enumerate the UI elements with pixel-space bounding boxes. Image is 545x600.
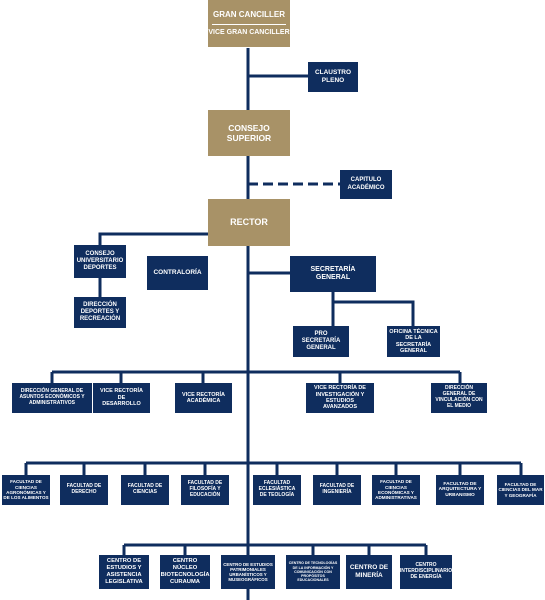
capitulo-academico-box: CAPITULO ACADÉMICO bbox=[340, 170, 392, 199]
facultad-label-3: FACULTAD DE CIENCIAS bbox=[127, 483, 163, 495]
contraloria-box: CONTRALORÍA bbox=[147, 256, 208, 290]
centro-label-6: CENTRO INTERDISCIPLINARIO DE ENERGÍA bbox=[399, 562, 453, 580]
facultad-box-8: FACULTAD DE ARQUITECTURA Y URBANISMO bbox=[436, 475, 484, 505]
direccion-deportes-box: DIRECCIÓN DEPORTES Y RECREACIÓN bbox=[74, 297, 126, 328]
facultad-label-2: FACULTAD DE DERECHO bbox=[66, 483, 102, 495]
claustro-pleno-label: CLAUSTRO PLENO bbox=[314, 69, 352, 84]
oficina-tecnica-label: OFICINA TÉCNICA DE LA SECRETARÍA GENERAL bbox=[389, 328, 438, 354]
centro-label-2: CENTRO NÚCLEO BIOTECNOLOGÍA CURAUMA bbox=[160, 558, 210, 585]
centro-label-5: CENTRO DE MINERÍA bbox=[349, 564, 389, 579]
facultad-label-5: FACULTAD ECLESIÁSTICA DE TEOLOGÍA bbox=[258, 480, 296, 498]
vice-row-box-1: DIRECCIÓN GENERAL DE ASUNTOS ECONÓMICOS … bbox=[12, 383, 92, 413]
vice-row-box-5: DIRECCIÓN GENERAL DE VINCULACIÓN CON EL … bbox=[431, 383, 487, 413]
facultad-box-9: FACULTAD DE CIENCIAS DEL MAR Y GEOGRAFÍA bbox=[497, 475, 544, 505]
vice-row-label-1: DIRECCIÓN GENERAL DE ASUNTOS ECONÓMICOS … bbox=[19, 388, 85, 406]
claustro-pleno-box: CLAUSTRO PLENO bbox=[308, 62, 358, 92]
gran-canciller-box: GRAN CANCILLER VICE GRAN CANCILLER bbox=[208, 0, 290, 47]
facultad-label-7: FACULTAD DE CIENCIAS ECONÓMICAS Y ADMINI… bbox=[375, 479, 417, 501]
oficina-tecnica-box: OFICINA TÉCNICA DE LA SECRETARÍA GENERAL bbox=[387, 326, 440, 357]
gran-canciller-divider bbox=[212, 23, 286, 25]
vice-row-box-2: VICE RECTORÍA DE DESARROLLO bbox=[93, 383, 150, 413]
vice-row-label-5: DIRECCIÓN GENERAL DE VINCULACIÓN CON EL … bbox=[435, 385, 483, 409]
secretaria-general-box: SECRETARÍA GENERAL bbox=[290, 256, 376, 292]
vice-row-label-4: VICE RECTORÍA DE INVESTIGACIÓN Y ESTUDIO… bbox=[314, 385, 366, 411]
vice-row-box-3: VICE RECTORÍA ACADÉMICA bbox=[175, 383, 232, 413]
centro-box-3: CENTRO DE ESTUDIOS PATRIMONIALES URBANÍS… bbox=[221, 555, 275, 589]
consejo-superior-label: CONSEJO SUPERIOR bbox=[226, 122, 272, 143]
facultad-label-1: FACULTAD DE CIENCIAS AGRONÓMICAS Y DE LO… bbox=[3, 479, 49, 501]
facultad-label-8: FACULTAD DE ARQUITECTURA Y URBANISMO bbox=[438, 481, 482, 498]
capitulo-academico-label: CAPITULO ACADÉMICO bbox=[347, 177, 385, 191]
centro-box-6: CENTRO INTERDISCIPLINARIO DE ENERGÍA bbox=[400, 555, 452, 589]
vice-row-label-2: VICE RECTORÍA DE DESARROLLO bbox=[100, 388, 143, 408]
facultad-label-9: FACULTAD DE CIENCIAS DEL MAR Y GEOGRAFÍA bbox=[498, 481, 543, 498]
deportes-line bbox=[98, 232, 248, 245]
facultad-box-1: FACULTAD DE CIENCIAS AGRONÓMICAS Y DE LO… bbox=[2, 475, 50, 505]
pro-secretaria-box: PRO SECRETARÍA GENERAL bbox=[293, 326, 349, 357]
facultad-box-5: FACULTAD ECLESIÁSTICA DE TEOLOGÍA bbox=[253, 475, 301, 505]
facultad-box-7: FACULTAD DE CIENCIAS ECONÓMICAS Y ADMINI… bbox=[372, 475, 420, 505]
centro-label-1: CENTRO DE ESTUDIOS Y ASISTENCIA LEGISLAT… bbox=[105, 558, 143, 585]
centro-box-5: CENTRO DE MINERÍA bbox=[346, 555, 392, 589]
centro-box-2: CENTRO NÚCLEO BIOTECNOLOGÍA CURAUMA bbox=[160, 555, 210, 589]
centro-label-3: CENTRO DE ESTUDIOS PATRIMONIALES URBANÍS… bbox=[223, 561, 273, 583]
rector-label: RECTOR bbox=[230, 217, 268, 228]
facultad-label-4: FACULTAD DE FILOSOFÍA Y EDUCACIÓN bbox=[187, 480, 223, 498]
direccion-deportes-label: DIRECCIÓN DEPORTES Y RECREACIÓN bbox=[79, 301, 121, 323]
centro-box-4: CENTRO DE TECNOLOGÍAS DE LA INFORMACIÓN … bbox=[286, 555, 340, 589]
pro-secretaria-label: PRO SECRETARÍA GENERAL bbox=[301, 330, 341, 352]
consejo-deportes-box: CONSEJO UNIVERSITARIO DEPORTES bbox=[74, 245, 126, 278]
facultad-box-4: FACULTAD DE FILOSOFÍA Y EDUCACIÓN bbox=[181, 475, 229, 505]
facultad-label-6: FACULTAD DE INGENIERÍA bbox=[319, 483, 355, 495]
facultad-box-3: FACULTAD DE CIENCIAS bbox=[121, 475, 169, 505]
vice-row-label-3: VICE RECTORÍA ACADÉMICA bbox=[182, 391, 225, 404]
contraloria-label: CONTRALORÍA bbox=[153, 269, 202, 277]
centro-box-1: CENTRO DE ESTUDIOS Y ASISTENCIA LEGISLAT… bbox=[99, 555, 149, 589]
vice-gran-canciller-label: VICE GRAN CANCILLER bbox=[208, 28, 290, 36]
gran-canciller-label: GRAN CANCILLER bbox=[213, 10, 285, 20]
centro-label-4: CENTRO DE TECNOLOGÍAS DE LA INFORMACIÓN … bbox=[288, 561, 338, 583]
consejo-deportes-label: CONSEJO UNIVERSITARIO DEPORTES bbox=[76, 250, 124, 272]
secretaria-branch-line bbox=[331, 292, 415, 326]
secretaria-general-label: SECRETARÍA GENERAL bbox=[310, 265, 356, 281]
facultad-box-2: FACULTAD DE DERECHO bbox=[60, 475, 108, 505]
facultad-box-6: FACULTAD DE INGENIERÍA bbox=[313, 475, 361, 505]
vice-row-box-4: VICE RECTORÍA DE INVESTIGACIÓN Y ESTUDIO… bbox=[306, 383, 374, 413]
rector-box: RECTOR bbox=[208, 199, 290, 246]
consejo-superior-box: CONSEJO SUPERIOR bbox=[208, 110, 290, 156]
